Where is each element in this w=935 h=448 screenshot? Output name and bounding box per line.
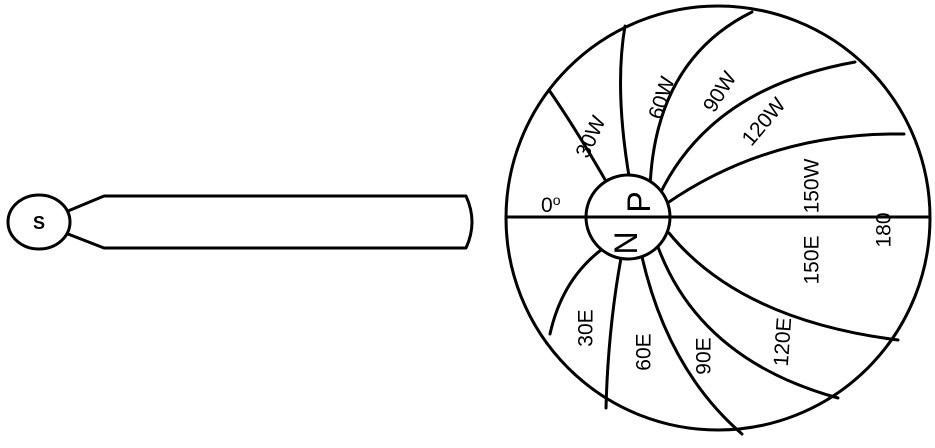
meridian-line-90e	[640, 255, 744, 436]
pole-label-n: N	[608, 231, 644, 254]
magnet-bar-body	[66, 194, 474, 250]
meridian-label-60w: 60W	[644, 74, 679, 122]
meridian-label-120e: 120E	[770, 317, 796, 368]
meridian-label-150w: 150W	[801, 158, 824, 213]
meridian-line-30w	[547, 88, 613, 192]
meridian-label-150e: 150E	[801, 235, 824, 284]
globe: P N 0o 180 30W 60W 90W 120W 150W 30E 60E…	[504, 4, 932, 436]
meridian-line-60w	[619, 24, 632, 184]
meridian-label-60e: 60E	[633, 333, 656, 370]
meridian-line-90w	[648, 10, 754, 190]
meridian-line-120w	[657, 60, 857, 198]
bar-magnet: S	[6, 193, 474, 251]
pole-label-p: P	[621, 191, 657, 212]
magnet-pole-label: S	[33, 213, 45, 233]
prime-meridian-label: 0o	[541, 192, 561, 217]
meridian-label-30e: 30E	[575, 309, 598, 346]
meridian-line-60e	[604, 256, 623, 410]
meridian-line-150w	[664, 132, 906, 206]
meridian-line-30e	[548, 248, 603, 336]
meridian-line-120e	[656, 245, 840, 400]
magnet-pole-circle	[6, 193, 72, 251]
meridian-label-30w: 30W	[571, 112, 610, 161]
meridian-label-90e: 90E	[693, 337, 716, 374]
meridian-line-150e	[667, 231, 900, 342]
antimeridian-label: 180	[873, 212, 896, 247]
